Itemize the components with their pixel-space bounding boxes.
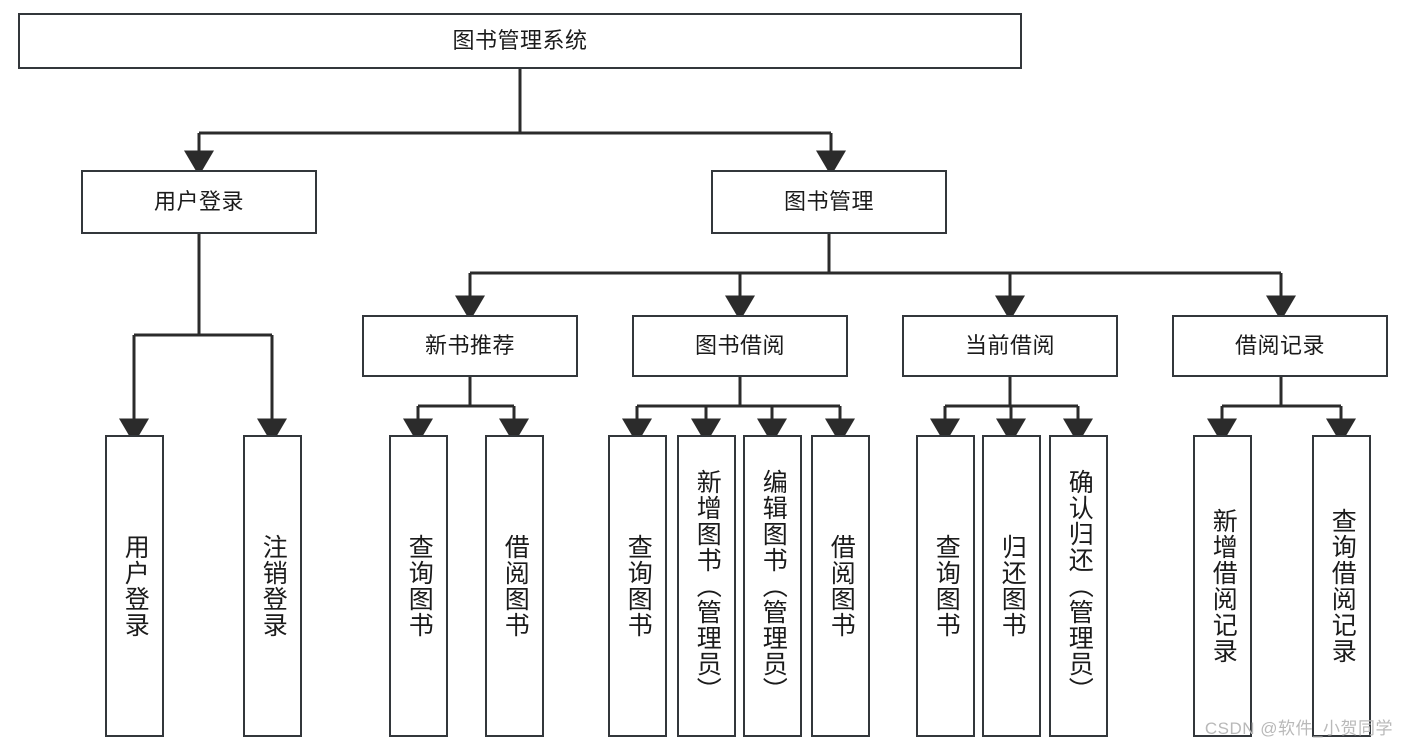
node-book-borrow[interactable]: 图书借阅 (632, 315, 848, 377)
node-leaf-confirm-return-label: 确认归还（管理员） (1065, 469, 1094, 703)
node-leaf-query-book-1-label: 查询图书 (405, 534, 434, 638)
node-leaf-user-logout[interactable]: 注销登录 (243, 435, 302, 737)
node-user-login-label: 用户登录 (153, 189, 244, 215)
node-user-login[interactable]: 用户登录 (81, 170, 317, 234)
node-leaf-return-book-label: 归还图书 (998, 534, 1027, 638)
node-root-label: 图书管理系统 (452, 28, 588, 54)
node-leaf-confirm-return[interactable]: 确认归还（管理员） (1049, 435, 1108, 737)
node-leaf-borrow-book-1-label: 借阅图书 (501, 534, 530, 638)
node-book-management[interactable]: 图书管理 (711, 170, 947, 234)
node-new-book-recommend[interactable]: 新书推荐 (362, 315, 578, 377)
node-current-borrow-label: 当前借阅 (964, 333, 1055, 359)
node-leaf-borrow-book-2-label: 借阅图书 (827, 534, 856, 638)
watermark: CSDN @软件_小贺同学 (1204, 719, 1393, 738)
node-leaf-query-book-2-label: 查询图书 (624, 534, 653, 638)
node-leaf-edit-book-label: 编辑图书（管理员） (759, 469, 788, 703)
node-book-management-label: 图书管理 (783, 189, 874, 215)
node-leaf-query-borrow-record-label: 查询借阅记录 (1328, 508, 1357, 664)
node-new-book-recommend-label: 新书推荐 (424, 333, 515, 359)
node-leaf-add-borrow-record-label: 新增借阅记录 (1209, 508, 1238, 664)
node-leaf-query-book-1[interactable]: 查询图书 (389, 435, 448, 737)
node-borrow-record[interactable]: 借阅记录 (1172, 315, 1388, 377)
node-leaf-query-book-3[interactable]: 查询图书 (916, 435, 975, 737)
node-leaf-user-logout-label: 注销登录 (259, 534, 288, 638)
node-leaf-user-login[interactable]: 用户登录 (105, 435, 164, 737)
node-leaf-borrow-book-2[interactable]: 借阅图书 (811, 435, 870, 737)
node-leaf-add-book-label: 新增图书（管理员） (693, 469, 722, 703)
node-current-borrow[interactable]: 当前借阅 (902, 315, 1118, 377)
node-leaf-edit-book[interactable]: 编辑图书（管理员） (743, 435, 802, 737)
node-book-borrow-label: 图书借阅 (694, 333, 785, 359)
node-borrow-record-label: 借阅记录 (1234, 333, 1325, 359)
node-root[interactable]: 图书管理系统 (18, 13, 1022, 69)
node-leaf-add-borrow-record[interactable]: 新增借阅记录 (1193, 435, 1252, 737)
node-leaf-return-book[interactable]: 归还图书 (982, 435, 1041, 737)
node-leaf-query-book-2[interactable]: 查询图书 (608, 435, 667, 737)
node-leaf-borrow-book-1[interactable]: 借阅图书 (485, 435, 544, 737)
node-leaf-add-book[interactable]: 新增图书（管理员） (677, 435, 736, 737)
node-leaf-query-borrow-record[interactable]: 查询借阅记录 (1312, 435, 1371, 737)
node-leaf-user-login-label: 用户登录 (121, 534, 150, 638)
node-leaf-query-book-3-label: 查询图书 (932, 534, 961, 638)
